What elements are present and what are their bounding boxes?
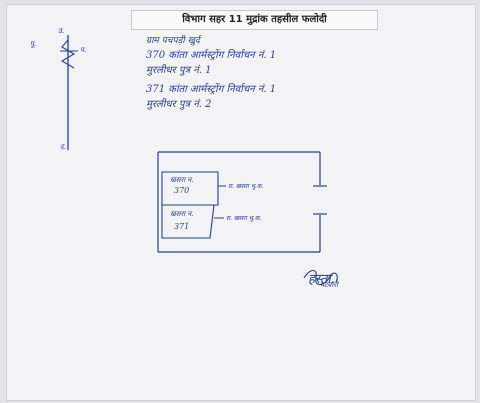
- plot-370-note: रा. खसरा भू.क.: [228, 183, 264, 190]
- plot-371-note: रा. खसरा भू.क.: [226, 215, 262, 222]
- north-marker: उ.: [58, 27, 65, 35]
- plot-371-label: खसरा न.: [170, 210, 194, 218]
- village-line: ग्राम पचपड़ी खुर्द: [146, 36, 200, 46]
- document-header: विभाग सहर 11 मुद्रांक तहसील फलोदी: [131, 10, 378, 30]
- paper-sheet: [6, 4, 476, 401]
- plot-370-owner-line: 370 कांता आर्मस्ट्रोंग निर्वाचन नं. 1: [146, 50, 277, 61]
- plot-371-number: 371: [174, 222, 190, 231]
- plot-371-box: [161, 204, 215, 239]
- plot-370-box: [161, 171, 219, 206]
- west-marker: प.: [80, 46, 87, 54]
- signature-text: हस्ता.: [308, 272, 335, 287]
- south-marker: द.: [60, 143, 66, 151]
- plot-371-owner-line: 371 कांता आर्मस्ट्रोंग निर्वाचन नं. 1: [146, 84, 277, 95]
- plot-370-label: खसरा न.: [170, 176, 194, 184]
- plot-370-number: 370: [174, 186, 190, 195]
- signature-scribble: [303, 269, 338, 286]
- north-arrow-zigzag: [60, 39, 76, 69]
- signature-designation: पटवारी: [320, 281, 338, 289]
- plot-371-relation-line: मुरलीधर पुत्र नं. 2: [146, 99, 212, 110]
- plot-370-relation-line: मुरलीधर पुत्र नं. 1: [146, 65, 212, 76]
- east-marker: पू.: [30, 40, 37, 48]
